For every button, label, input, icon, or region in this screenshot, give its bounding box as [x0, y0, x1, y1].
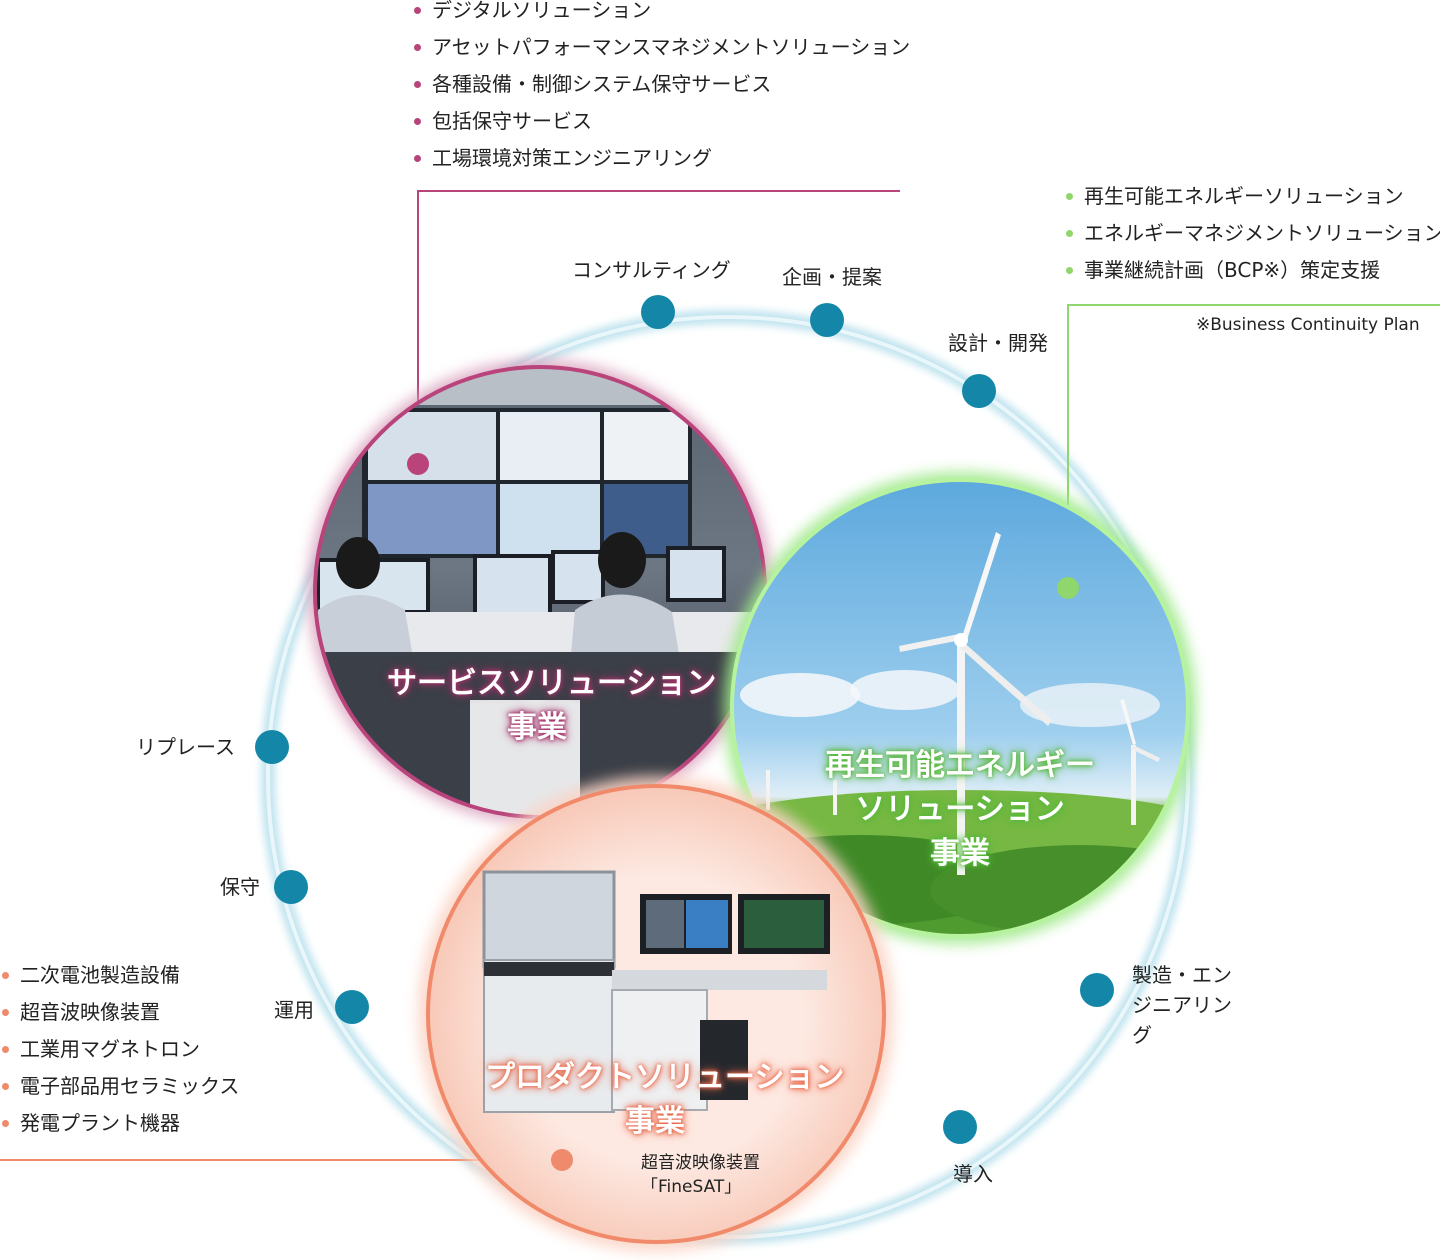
- bullet-icon: [1066, 267, 1073, 274]
- step-node-introduction: [943, 1110, 977, 1144]
- step-label-replace: リプレース: [136, 735, 235, 759]
- bullet-icon: [2, 1046, 9, 1053]
- list-item: アセットパフォーマンスマネジメントソリューション: [412, 29, 910, 66]
- step-node-planning: [810, 303, 844, 337]
- service-solution-list: デジタルソリューション アセットパフォーマンスマネジメントソリューション 各種設…: [412, 0, 910, 177]
- renewable-solution-list: 再生可能エネルギーソリューション エネルギーマネジメントソリューション 事業継続…: [1064, 178, 1440, 289]
- list-item: 事業継続計画（BCP※）策定支援: [1064, 252, 1440, 289]
- list-item: 超音波映像装置: [0, 994, 239, 1031]
- list-item: 二次電池製造設備: [0, 957, 239, 994]
- bullet-icon: [2, 972, 9, 979]
- bullet-icon: [414, 155, 421, 162]
- bullet-icon: [1066, 193, 1073, 200]
- finesat-caption: 超音波映像装置 「FineSAT」: [641, 1153, 760, 1197]
- bullet-icon: [414, 7, 421, 14]
- list-item: 再生可能エネルギーソリューション: [1064, 178, 1440, 215]
- lifecycle-nodes: [255, 295, 1114, 1144]
- bullet-icon: [2, 1083, 9, 1090]
- bullet-icon: [1066, 230, 1073, 237]
- step-node-design: [962, 374, 996, 408]
- list-item: 電子部品用セラミックス: [0, 1068, 239, 1105]
- step-node-manufacturing: [1080, 973, 1114, 1007]
- step-label-operation: 運用: [274, 998, 314, 1022]
- step-label-maintenance: 保守: [220, 875, 260, 899]
- service-connector-dot: [407, 453, 429, 475]
- step-node-consulting: [641, 295, 675, 329]
- step-label-planning: 企画・提案: [782, 265, 882, 289]
- product-solution-list: 二次電池製造設備 超音波映像装置 工業用マグネトロン 電子部品用セラミックス 発…: [0, 957, 239, 1142]
- list-item: デジタルソリューション: [412, 0, 910, 29]
- renewable-business-title: 再生可能エネルギー ソリューション 事業: [825, 748, 1095, 871]
- list-item: エネルギーマネジメントソリューション: [1064, 215, 1440, 252]
- bullet-icon: [414, 118, 421, 125]
- list-item: 工場環境対策エンジニアリング: [412, 140, 910, 177]
- step-label-introduction: 導入: [953, 1162, 993, 1186]
- list-item: 各種設備・制御システム保守サービス: [412, 66, 910, 103]
- step-node-replace: [255, 730, 289, 764]
- bullet-icon: [414, 44, 421, 51]
- service-solution-photo: [308, 360, 772, 824]
- product-solution-photo: [418, 776, 894, 1252]
- product-connector-dot: [551, 1149, 573, 1171]
- step-node-maintenance: [274, 870, 308, 904]
- bullet-icon: [2, 1120, 9, 1127]
- step-node-operation: [335, 990, 369, 1024]
- bullet-icon: [414, 81, 421, 88]
- bullet-icon: [2, 1009, 9, 1016]
- step-label-consulting: コンサルティング: [572, 258, 731, 282]
- list-item: 発電プラント機器: [0, 1105, 239, 1142]
- list-item: 包括保守サービス: [412, 103, 910, 140]
- step-label-design: 設計・開発: [948, 331, 1048, 355]
- product-business-title: プロダクトソリューション 事業: [485, 1060, 845, 1139]
- bcp-footnote: ※Business Continuity Plan: [1196, 315, 1420, 335]
- renewable-connector-dot: [1057, 577, 1079, 599]
- service-business-title: サービスソリューション 事業: [387, 666, 717, 745]
- step-label-manufacturing: 製造・エンジニアリング: [1132, 963, 1232, 1047]
- list-item: 工業用マグネトロン: [0, 1031, 239, 1068]
